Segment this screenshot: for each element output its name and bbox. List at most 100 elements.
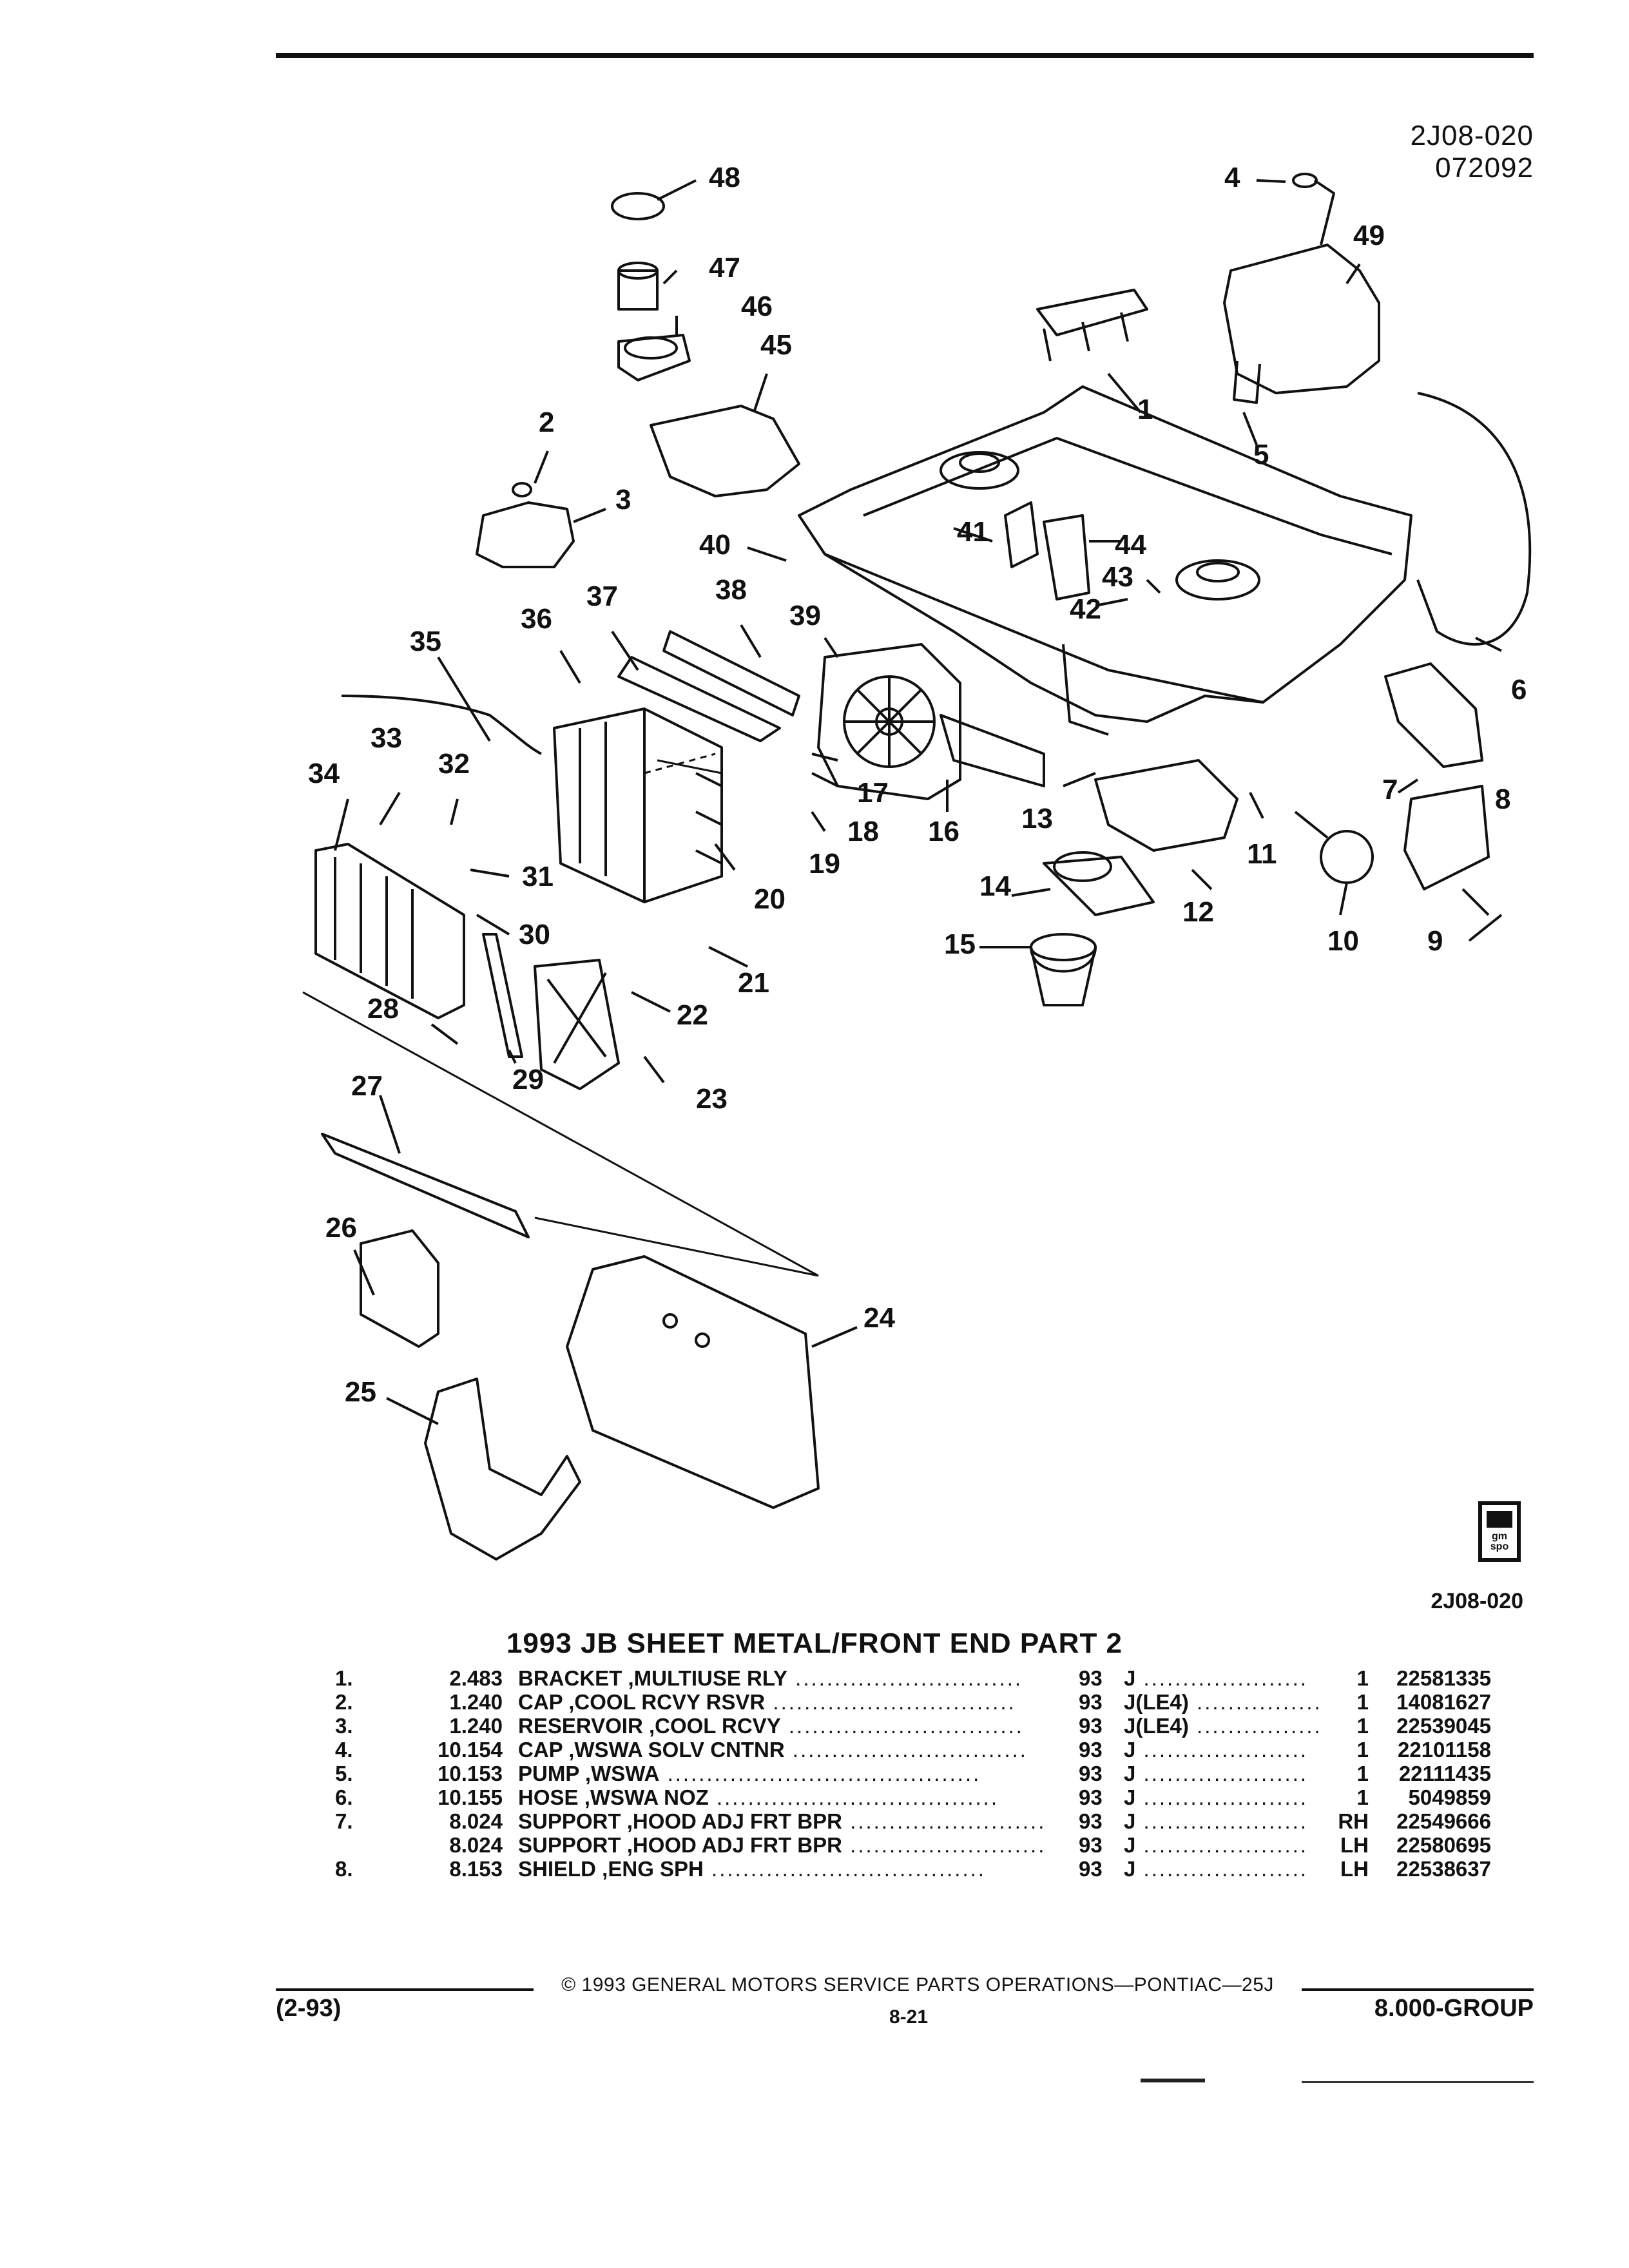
model-code: J (1124, 1785, 1136, 1809)
quantity: 1 (1356, 1762, 1369, 1785)
leader-dots: ..................... (1135, 1857, 1309, 1881)
callout: 34 (308, 758, 340, 789)
quantity: 1 (1356, 1714, 1369, 1738)
callout: 11 (1247, 838, 1277, 870)
top-rule (276, 53, 1534, 58)
quantity: LH (1340, 1857, 1369, 1881)
washer-reservoir (1223, 244, 1380, 394)
callout: 12 (1182, 896, 1214, 928)
callout: 9 (1427, 925, 1443, 957)
model-code: J (1124, 1833, 1136, 1857)
logo-mark (1487, 1511, 1512, 1528)
callout: 31 (522, 861, 554, 892)
callout: 30 (519, 919, 550, 950)
callout: 37 (586, 581, 618, 612)
leader-dots: ..................... (1135, 1809, 1309, 1833)
part-description: SHIELD ,ENG SPH (518, 1857, 704, 1881)
model-code: J (1124, 1762, 1136, 1785)
callout-labels: 48 47 46 45 2 3 4 49 1 5 40 41 44 43 42 … (308, 162, 1527, 1408)
callout: 17 (857, 777, 889, 809)
group-label: 8.000-GROUP (1374, 1995, 1534, 2022)
callout: 44 (1115, 529, 1146, 561)
leader-dots: ..................... (1135, 1833, 1309, 1857)
item-number: 3. (335, 1714, 353, 1738)
model-year: 93 (1079, 1738, 1103, 1762)
tie-bar (321, 1133, 530, 1238)
leader-dots: ................ (1188, 1690, 1322, 1714)
model-code: J (1124, 1738, 1136, 1762)
part-number: 22539045 (1396, 1714, 1491, 1738)
part-number: 22549666 (1396, 1809, 1491, 1833)
bracket-relay (1036, 289, 1148, 361)
leader-dots: ......................... (842, 1809, 1046, 1833)
leader-dots: ........................................ (659, 1762, 981, 1785)
group-number: 10.153 (438, 1762, 503, 1785)
callout: 25 (345, 1376, 376, 1408)
leader-dots: ................................... (703, 1857, 986, 1881)
quantity: 1 (1356, 1666, 1369, 1690)
callout: 29 (512, 1064, 544, 1095)
leader-dots: ............................. (787, 1666, 1023, 1690)
item-number: 1. (335, 1666, 353, 1690)
part-description: SUPPORT ,HOOD ADJ FRT BPR (518, 1809, 842, 1833)
leader-dots: ..................... (1135, 1738, 1309, 1762)
air-intake-45 (650, 405, 800, 497)
drawing-date: 072092 (1435, 152, 1534, 184)
footer-rule-right (1302, 1988, 1534, 1991)
group-number: 8.153 (449, 1857, 503, 1881)
part-number: 22538637 (1396, 1857, 1491, 1881)
group-number: 1.240 (449, 1714, 503, 1738)
part-number: 22111435 (1398, 1762, 1491, 1785)
callout: 33 (371, 722, 402, 754)
group-number: 8.024 (449, 1833, 503, 1857)
part-description: CAP ,WSWA SOLV CNTNR (518, 1738, 785, 1762)
bracket-26 (360, 1229, 439, 1348)
callout: 22 (677, 999, 708, 1031)
leader-dots: ............................... (765, 1690, 1016, 1714)
callout: 14 (979, 870, 1011, 902)
callout: 5 (1253, 439, 1269, 470)
part-number: 22101158 (1397, 1738, 1491, 1762)
front-end-frame (798, 385, 1412, 723)
part-number: 22581335 (1396, 1666, 1491, 1690)
group-number: 10.155 (438, 1785, 503, 1809)
page-title: 1993 JB SHEET METAL/FRONT END PART 2 (506, 1628, 1123, 1659)
part-description: CAP ,COOL RCVY RSVR (518, 1690, 766, 1714)
callout: 27 (351, 1070, 383, 1102)
leader-dots: ......................... (842, 1833, 1046, 1857)
model-code: J(LE4) (1124, 1690, 1189, 1714)
leader-dots: ..................... (1135, 1666, 1309, 1690)
bottom-rule (1302, 2081, 1534, 2083)
callout: 39 (789, 600, 821, 631)
callout: 3 (615, 484, 631, 515)
callout: 43 (1102, 561, 1133, 593)
condenser (314, 843, 465, 1019)
diagram-svg: 48 47 46 45 2 3 4 49 1 5 40 41 44 43 42 … (302, 162, 1532, 1561)
page-number: 8-21 (889, 2006, 929, 2028)
drawing-code: 2J08-020 (1410, 120, 1534, 151)
part-description: BRACKET ,MULTIUSE RLY (518, 1666, 788, 1690)
callout: 40 (699, 529, 731, 561)
figure-code: 2J08-020 (1431, 1589, 1523, 1613)
bracket-25 (424, 1378, 581, 1561)
quantity: 1 (1356, 1738, 1369, 1762)
bottom-mark (1141, 2079, 1205, 2082)
callout: 1 (1137, 394, 1153, 425)
model-year: 93 (1079, 1857, 1103, 1881)
drawing-code-block: 2J08-020 072092 (1411, 120, 1534, 184)
callout: 7 (1382, 774, 1398, 805)
callout: 18 (847, 816, 879, 847)
coolant-reservoir (476, 501, 575, 568)
model-code: J (1124, 1857, 1136, 1881)
model-code: J (1124, 1809, 1136, 1833)
model-year: 93 (1079, 1714, 1103, 1738)
callout: 46 (741, 291, 773, 322)
callout: 23 (696, 1083, 728, 1115)
model-code: J (1124, 1666, 1136, 1690)
callout: 15 (944, 928, 976, 960)
